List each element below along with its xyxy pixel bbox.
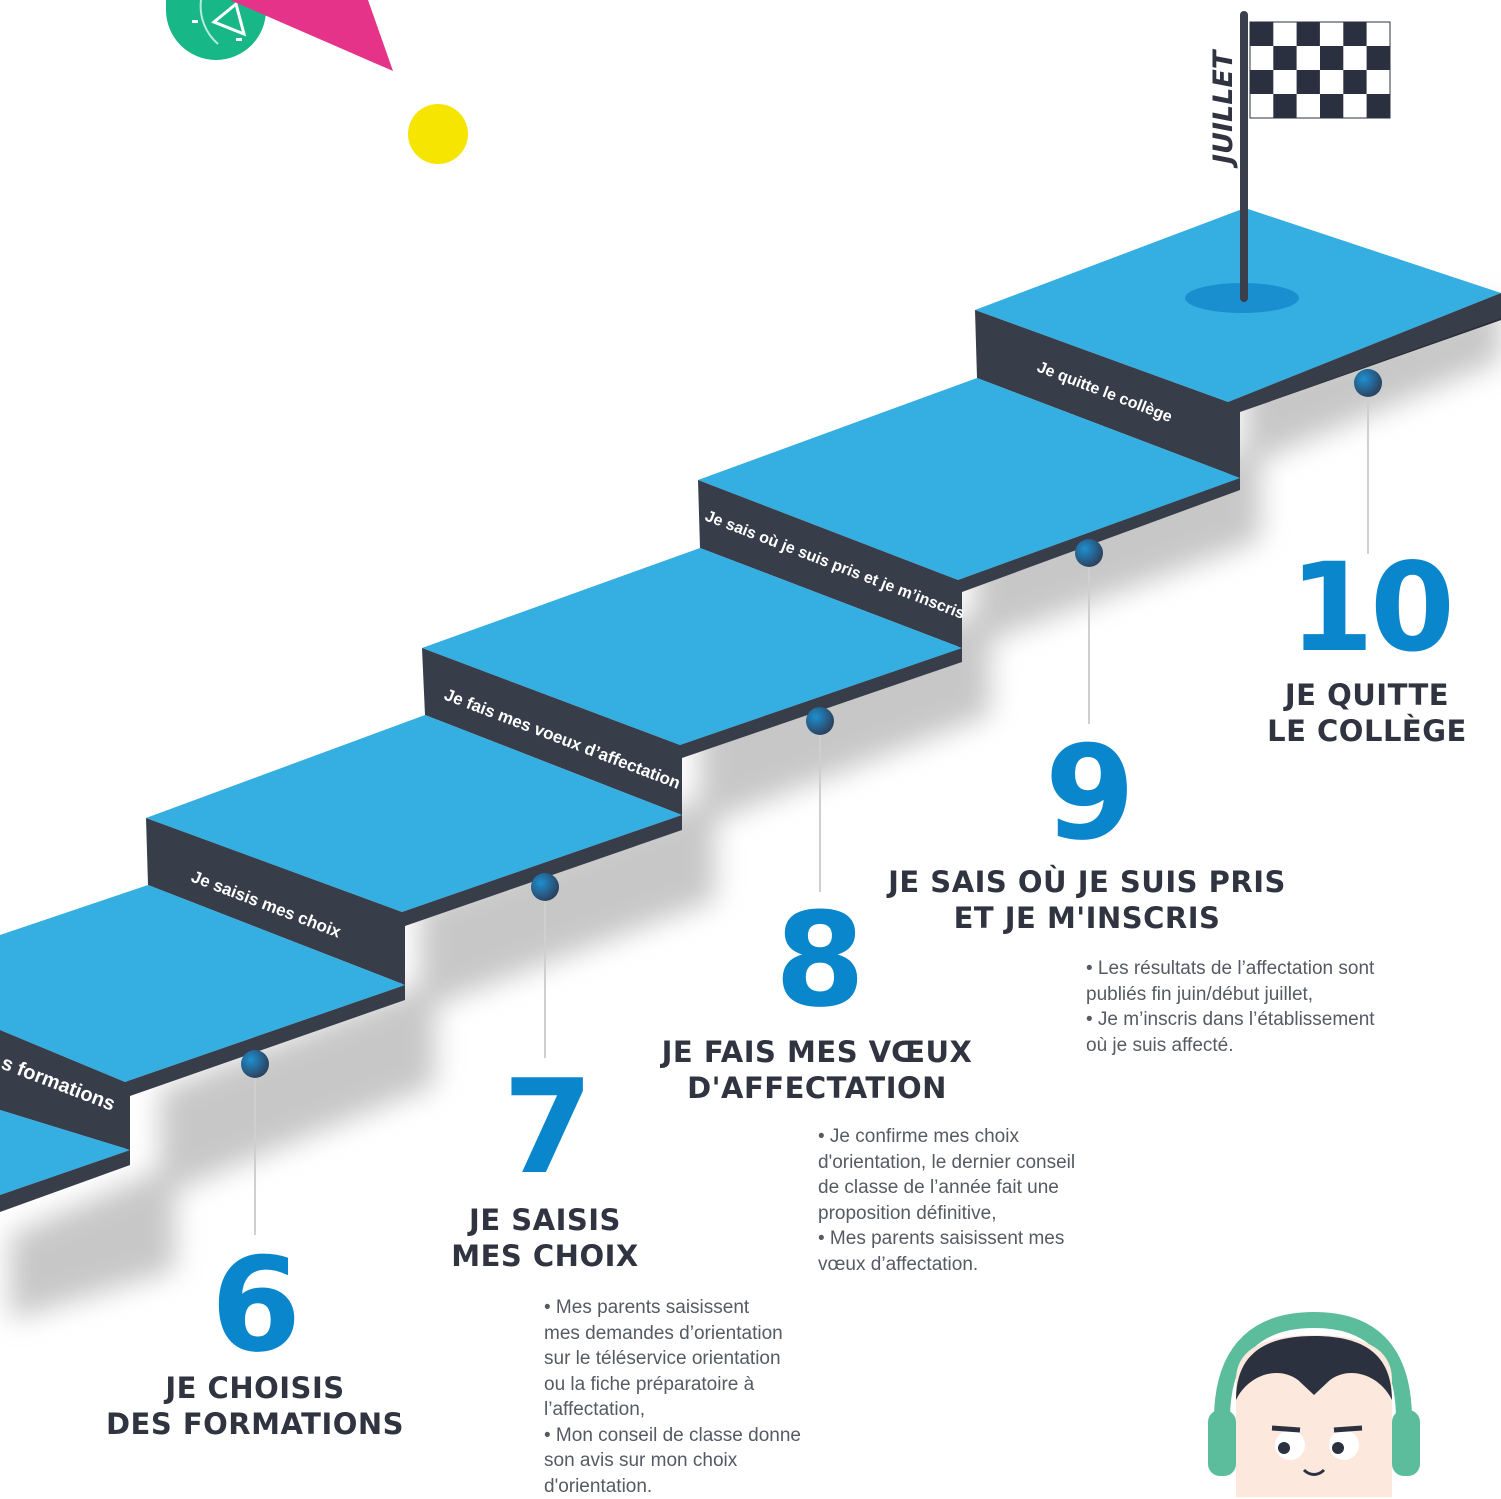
step-title-7-line2: MES CHOIX <box>430 1238 660 1274</box>
step-8-desc-line: de classe de l’année fait une <box>818 1175 1138 1201</box>
step-8-desc-line: proposition définitive, <box>818 1201 1138 1227</box>
step-9-desc-line: • Les résultats de l’affectation sont <box>1086 956 1456 982</box>
step-number-8: 8 <box>760 895 880 1025</box>
step-8-desc-line: • Mes parents saisissent mes <box>818 1226 1138 1252</box>
step-title-9-line1: JE SAIS OÙ JE SUIS PRIS <box>880 864 1294 900</box>
step-description-7: • Mes parents saisissent mes demandes d’… <box>544 1295 844 1499</box>
step-title-10-line2: LE COLLÈGE <box>1250 713 1484 749</box>
step-7-desc-line: d'orientation. <box>544 1474 844 1499</box>
step-title-9-line2: ET JE M'INSCRIS <box>880 900 1294 936</box>
step-7-desc-line: mes demandes d’orientation <box>544 1321 844 1347</box>
flag-label: JUILLET <box>1208 48 1239 169</box>
step-7-desc-line: • Mon conseil de classe donne <box>544 1423 844 1449</box>
step-8-desc-line: • Je confirme mes choix <box>818 1124 1138 1150</box>
step-title-9: JE SAIS OÙ JE SUIS PRIS ET JE M'INSCRIS <box>880 864 1294 936</box>
step-7-desc-line: ou la fiche préparatoire à <box>544 1372 844 1398</box>
step-title-10-line1: JE QUITTE <box>1250 677 1484 713</box>
step-8-desc-line: d'orientation, le dernier conseil <box>818 1150 1138 1176</box>
circle-shape <box>408 104 468 164</box>
step-9-desc-line: où je suis affecté. <box>1086 1033 1456 1059</box>
step-9-desc-line: • Je m’inscris dans l’établissement <box>1086 1007 1456 1033</box>
step-7-desc-line: l’affectation, <box>544 1397 844 1423</box>
step-title-6-line1: JE CHOISIS <box>90 1370 420 1406</box>
step-number-9: 9 <box>1030 728 1150 858</box>
step-number-10: 10 <box>1270 547 1470 669</box>
step-8-desc-line: vœux d’affectation. <box>818 1252 1138 1278</box>
step-7-desc-line: son avis sur mon choix <box>544 1448 844 1474</box>
step-title-8-line1: JE FAIS MES VŒUX <box>650 1034 984 1070</box>
step-title-7: JE SAISIS MES CHOIX <box>430 1202 660 1274</box>
headphones-character-icon <box>1208 1320 1420 1497</box>
step-7-desc-line: sur le téléservice orientation <box>544 1346 844 1372</box>
step-description-8: • Je confirme mes choix d'orientation, l… <box>818 1124 1138 1277</box>
step-title-6-line2: DES FORMATIONS <box>90 1406 420 1442</box>
step-title-7-line1: JE SAISIS <box>430 1202 660 1238</box>
step-title-10: JE QUITTE LE COLLÈGE <box>1250 677 1484 749</box>
step-title-8: JE FAIS MES VŒUX D'AFFECTATION <box>650 1034 984 1106</box>
step-title-8-line2: D'AFFECTATION <box>650 1070 984 1106</box>
step-7-desc-line: • Mes parents saisissent <box>544 1295 844 1321</box>
step-description-9: • Les résultats de l’affectation sont pu… <box>1086 956 1456 1058</box>
step-number-7: 7 <box>488 1062 608 1192</box>
step-title-6: JE CHOISIS DES FORMATIONS <box>90 1370 420 1442</box>
step-9-desc-line: publiés fin juin/début juillet, <box>1086 982 1456 1008</box>
step-number-6: 6 <box>196 1240 316 1370</box>
